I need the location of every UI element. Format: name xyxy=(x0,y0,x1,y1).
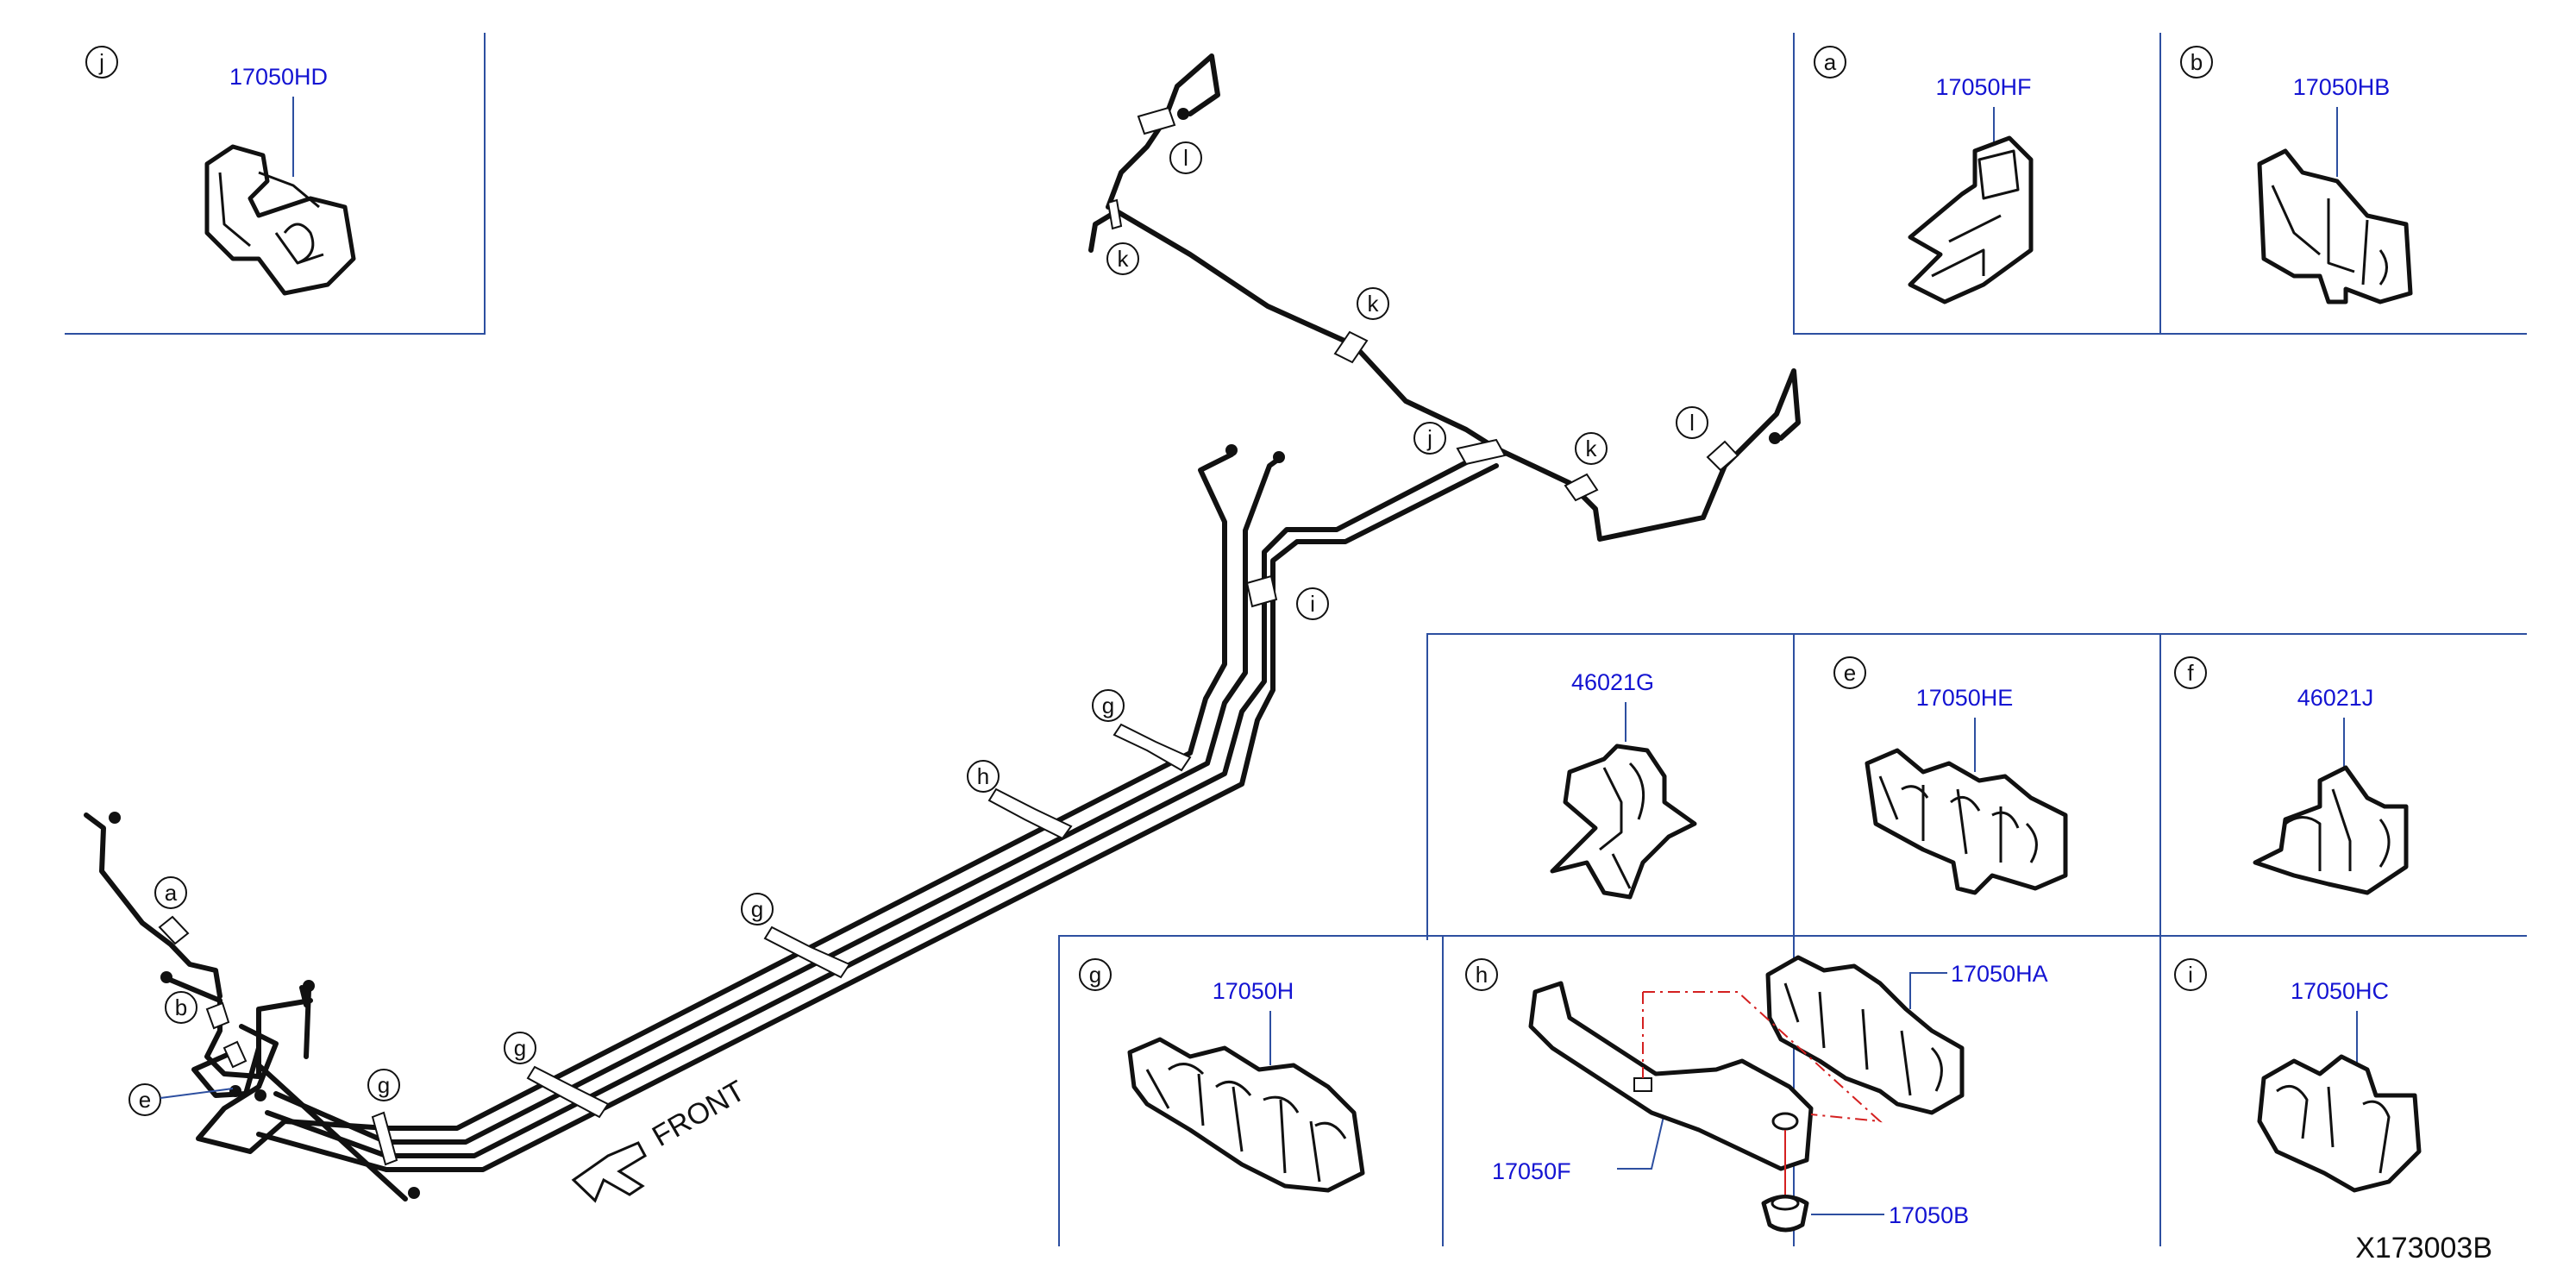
svg-text:j: j xyxy=(98,49,104,75)
panel-b-17050HB: b 17050HB xyxy=(2180,46,2413,304)
part-number-17050HD: 17050HD xyxy=(229,64,328,90)
panel-j-17050HD: j 17050HD xyxy=(85,46,356,296)
callout-b: b xyxy=(165,991,197,1024)
callout-j: j xyxy=(1413,422,1446,455)
callout-l-right: l xyxy=(1676,406,1708,439)
part-number-17050HC: 17050HC xyxy=(2291,978,2389,1004)
grommet-17050B-illustration xyxy=(1761,1195,1809,1233)
panel-h: h 17050HA 17050F 17050B xyxy=(1465,955,2048,1233)
clip-17050HA-illustration xyxy=(1765,955,1965,1115)
callout-g-left: g xyxy=(367,1069,400,1101)
panel-46021G: 46021G xyxy=(1550,669,1697,900)
svg-text:g: g xyxy=(751,896,763,922)
svg-text:e: e xyxy=(1844,660,1856,686)
front-label: FRONT xyxy=(647,1074,750,1152)
callout-g-lower: g xyxy=(504,1032,536,1064)
svg-text:b: b xyxy=(2191,49,2203,75)
part-number-17050B: 17050B xyxy=(1889,1202,1969,1228)
part-number-17050HE: 17050HE xyxy=(1916,685,2014,711)
callout-g-upper: g xyxy=(1092,689,1125,722)
part-number-46021G: 46021G xyxy=(1571,669,1654,695)
clip-17050H-illustration xyxy=(1127,1037,1365,1193)
clip-17050HE-illustration xyxy=(1865,748,2068,895)
svg-text:g: g xyxy=(514,1035,526,1061)
part-number-17050HA: 17050HA xyxy=(1951,961,2048,987)
svg-text:g: g xyxy=(378,1072,390,1098)
clip-17050HB-illustration xyxy=(2257,148,2413,304)
pipe-clamp-bands xyxy=(158,106,1739,1166)
svg-text:f: f xyxy=(2187,660,2194,686)
svg-text:b: b xyxy=(175,995,187,1020)
panel-frames xyxy=(65,33,2527,1246)
svg-text:g: g xyxy=(1102,693,1114,718)
fuel-pipe-assembly xyxy=(84,53,1801,1202)
diagram-code: X173003B xyxy=(2355,1232,2492,1264)
svg-text:l: l xyxy=(1689,410,1695,436)
callout-g-middle: g xyxy=(741,893,774,925)
front-arrow-icon xyxy=(571,1141,647,1203)
clip-17050HD-illustration xyxy=(204,144,356,296)
svg-text:e: e xyxy=(139,1087,151,1113)
pipe-end-points xyxy=(109,108,1781,1199)
panel-e-17050HE: e 17050HE xyxy=(1833,656,2068,895)
svg-text:j: j xyxy=(1426,425,1432,451)
part-number-17050HF: 17050HF xyxy=(1935,74,2031,100)
part-number-46021J: 46021J xyxy=(2297,685,2374,711)
callout-l-top: l xyxy=(1169,141,1202,174)
clip-46021J-illustration xyxy=(2253,765,2409,895)
callout-i: i xyxy=(1296,587,1329,620)
callout-a: a xyxy=(154,876,187,909)
bracket-17050F-illustration xyxy=(1528,981,1814,1171)
svg-text:i: i xyxy=(2188,962,2193,988)
panel-g-17050H: g 17050H xyxy=(1079,958,1365,1193)
svg-text:l: l xyxy=(1183,145,1188,171)
callout-k-right: k xyxy=(1575,432,1608,465)
callout-e: e xyxy=(128,1083,234,1116)
svg-text:a: a xyxy=(1824,49,1837,75)
part-number-17050HB: 17050HB xyxy=(2293,74,2391,100)
svg-text:i: i xyxy=(1310,591,1315,617)
assembly-callouts: l k k j k l i g xyxy=(128,141,1708,1116)
clip-17050HF-illustration xyxy=(1908,135,2034,304)
svg-text:h: h xyxy=(1476,962,1488,988)
clip-17050HC-illustration xyxy=(2257,1054,2422,1193)
svg-text:a: a xyxy=(165,880,178,906)
panel-i-17050HC: i 17050HC xyxy=(2174,958,2422,1193)
svg-text:k: k xyxy=(1118,246,1130,272)
svg-text:h: h xyxy=(977,763,989,789)
callout-k-middle: k xyxy=(1357,287,1389,320)
callout-h: h xyxy=(967,760,1000,793)
part-number-17050H: 17050H xyxy=(1213,978,1294,1004)
part-number-17050F: 17050F xyxy=(1492,1158,1571,1184)
callout-k-top: k xyxy=(1106,242,1139,275)
svg-text:k: k xyxy=(1586,436,1598,461)
panel-a-17050HF: a 17050HF xyxy=(1814,46,2034,304)
panel-f-46021J: f 46021J xyxy=(2174,656,2409,895)
clip-46021G-illustration xyxy=(1550,744,1697,900)
svg-text:k: k xyxy=(1368,291,1380,317)
svg-text:g: g xyxy=(1089,962,1101,988)
